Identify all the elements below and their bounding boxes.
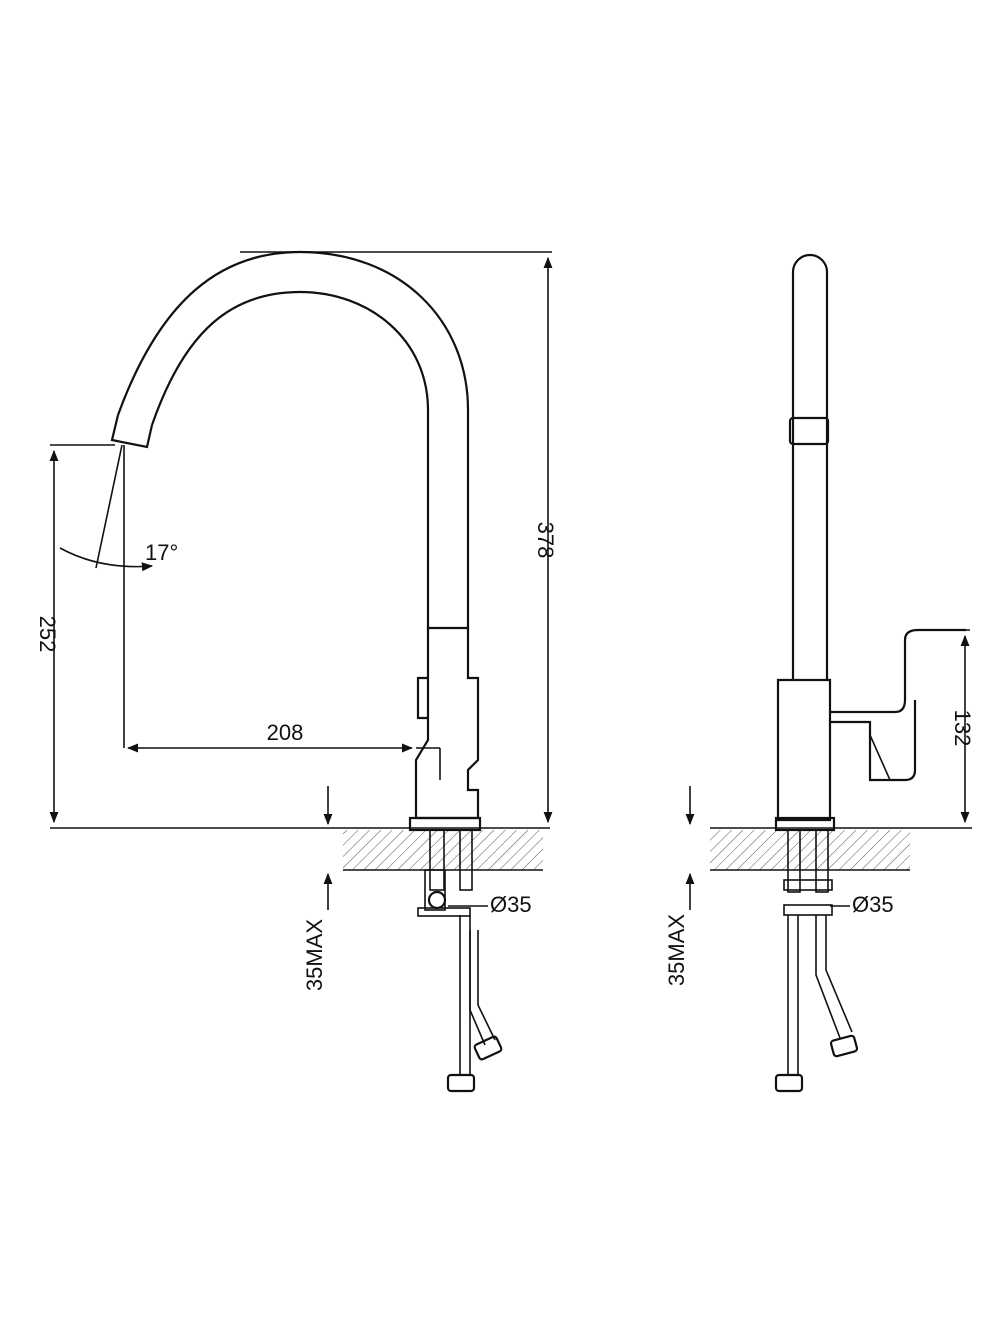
- total-height-label: 378: [533, 522, 558, 559]
- spout-inner: [150, 290, 430, 628]
- swivel-angle-label: 17°: [145, 540, 178, 565]
- aerator-front: [110, 414, 154, 449]
- deck-thickness-label-front: 35MAX: [302, 919, 327, 991]
- hole-diameter-label-side: Ø35: [852, 892, 894, 917]
- hose-front-2: [469, 930, 496, 1046]
- hole-diameter-label-front: Ø35: [490, 892, 532, 917]
- deck-thickness-label-side: 35MAX: [664, 914, 689, 986]
- faucet-body-front: [414, 626, 480, 820]
- side-view: 132 35MAX Ø35: [664, 253, 975, 1093]
- spout-height-label: 252: [35, 616, 60, 653]
- countertop-section-front: [343, 830, 543, 870]
- aerator-side: [788, 416, 830, 446]
- hose-side-2: [815, 915, 853, 1039]
- handle-height-label: 132: [950, 710, 975, 747]
- spout-reach-label: 208: [267, 720, 304, 745]
- front-view: 378 252 208 17° 35MAX Ø35: [35, 250, 558, 1093]
- countertop-section-side: [710, 830, 910, 870]
- hose-side-1: [787, 915, 799, 1075]
- hose-front-1: [459, 915, 471, 1075]
- spout-side: [791, 253, 829, 680]
- faucet-body-side: [776, 678, 832, 822]
- handle-side: [830, 628, 966, 782]
- spout-outer: [116, 250, 470, 628]
